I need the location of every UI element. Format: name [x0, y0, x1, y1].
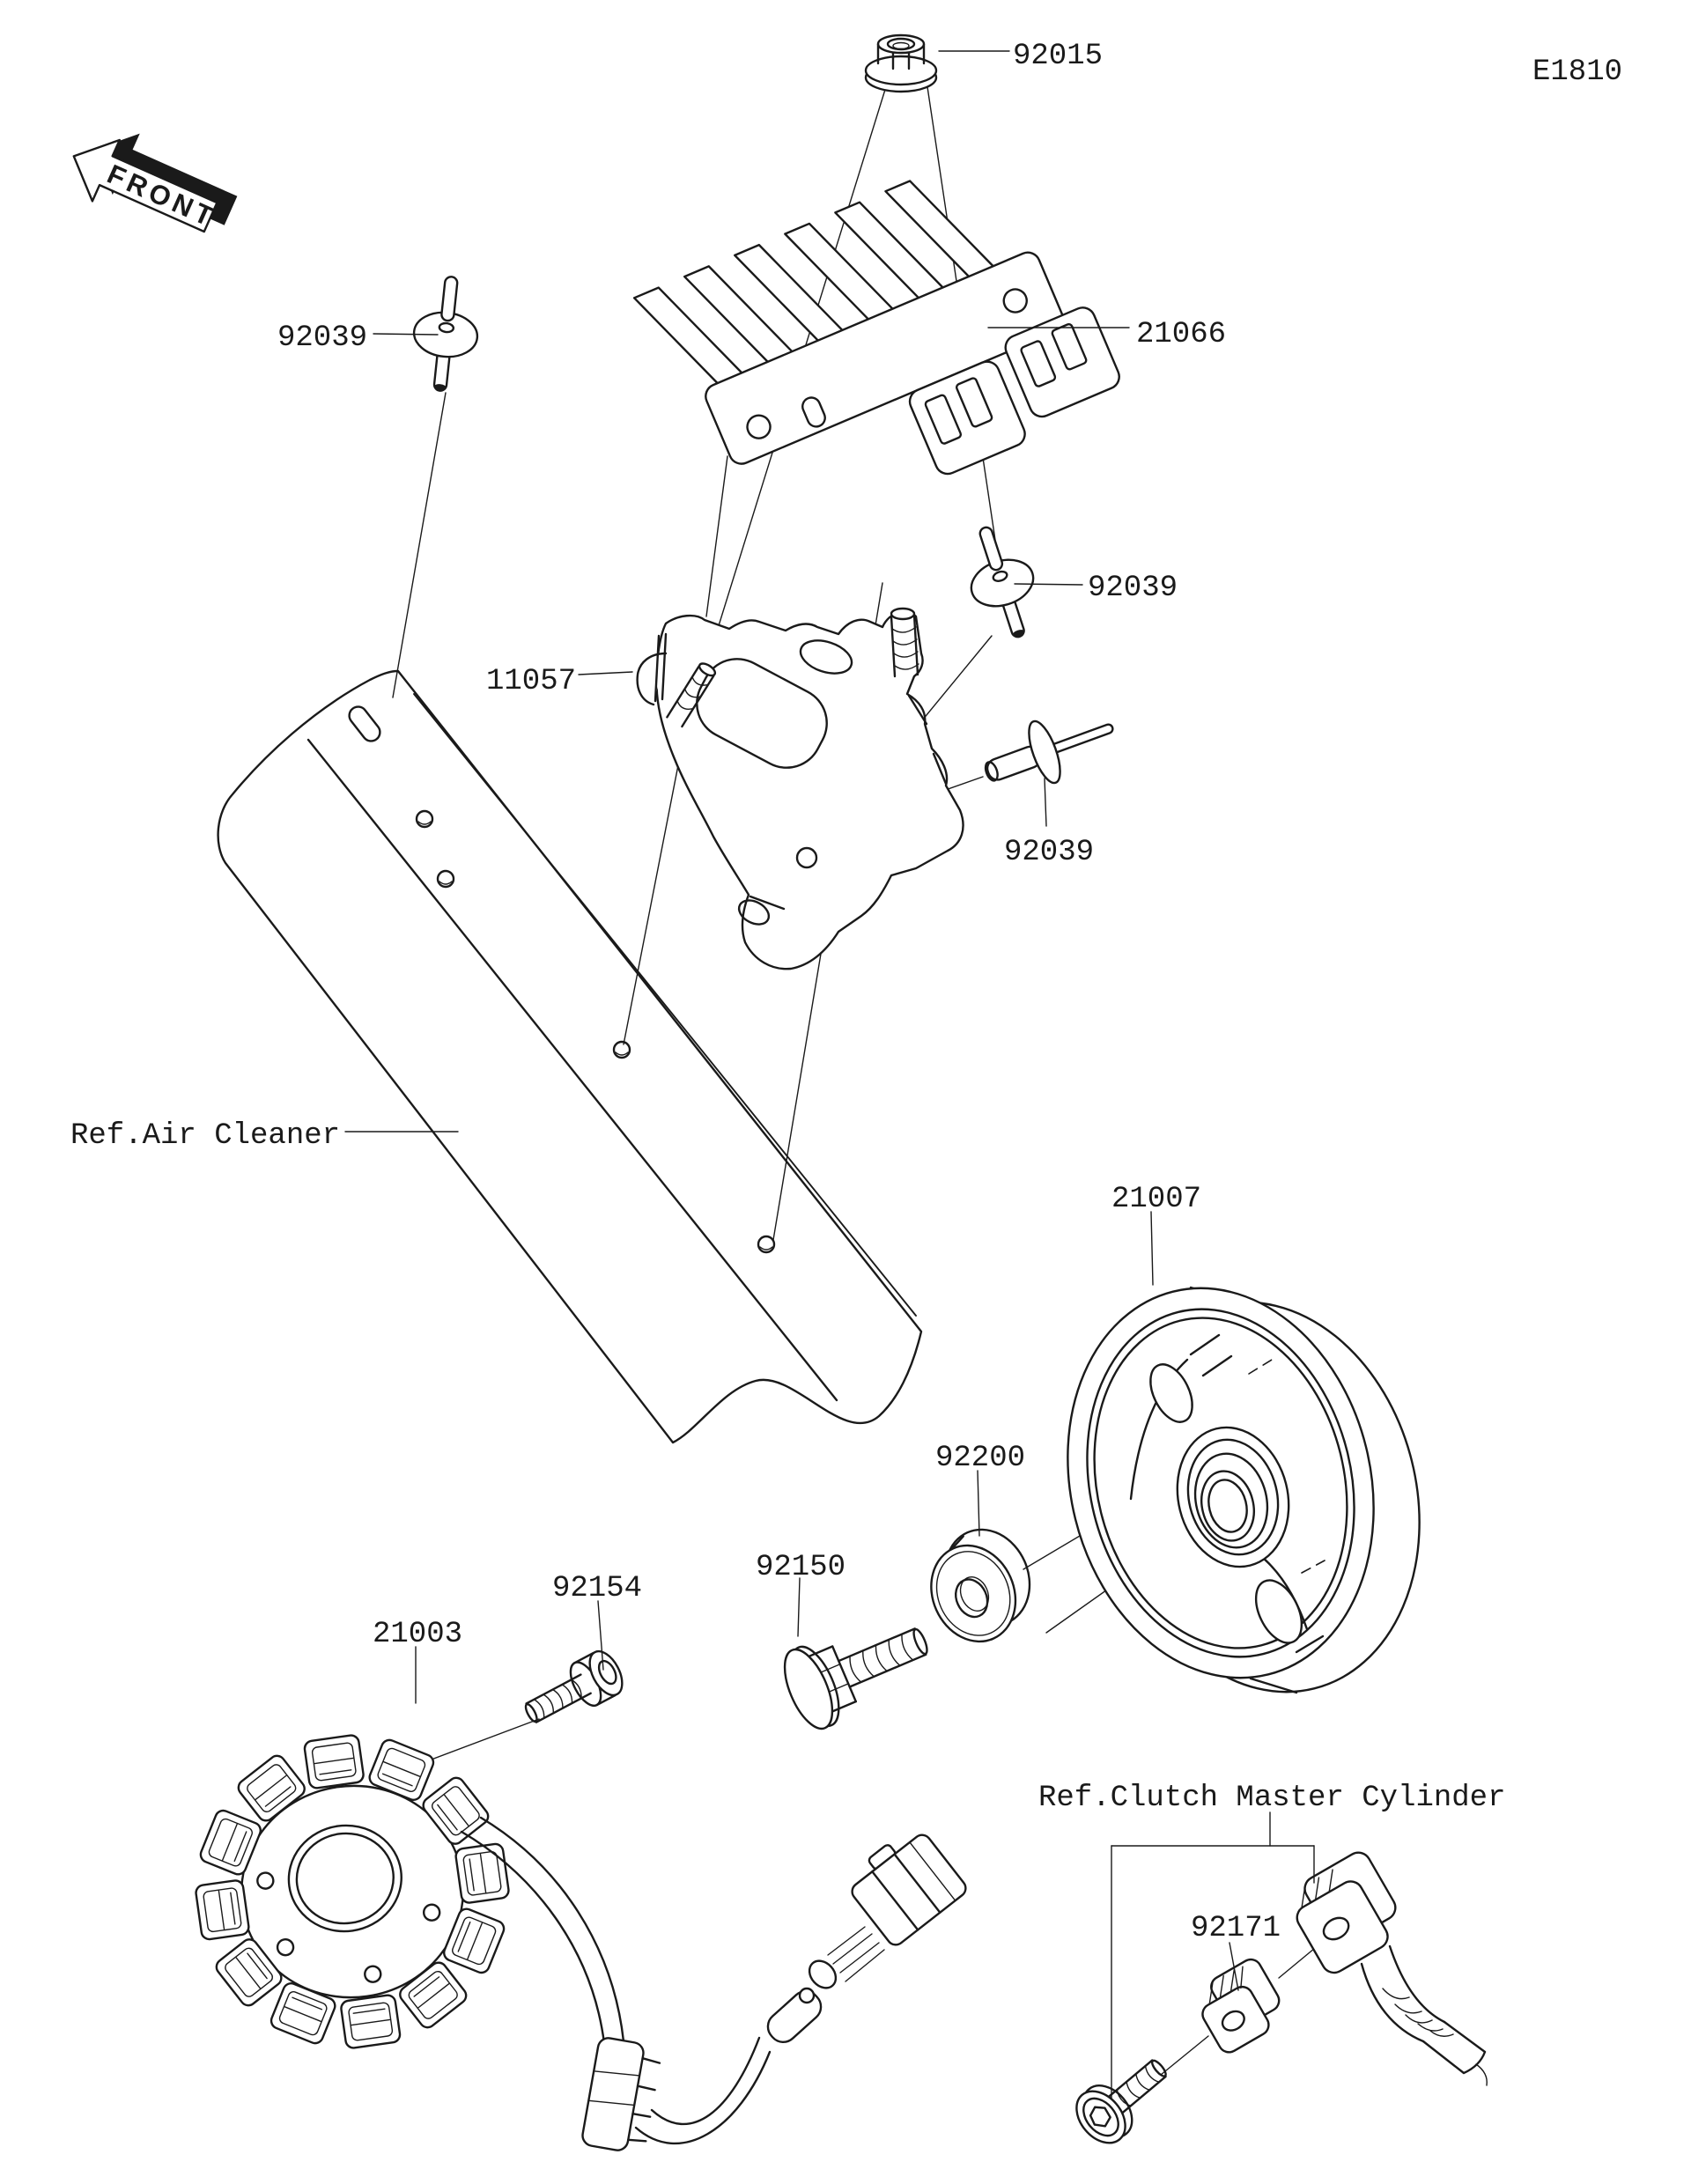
clutch-master-cylinder-reference [1075, 1811, 1488, 2144]
washer-part [930, 1528, 1031, 1643]
stator-coil-part [195, 1734, 510, 2049]
alignment-line [705, 455, 728, 617]
part-label-92039-right: 92039 [1088, 572, 1178, 605]
leader-92171 [1229, 1942, 1239, 1991]
part-label-92150: 92150 [756, 1551, 846, 1584]
part-label-92039-middle: 92039 [1004, 836, 1094, 869]
part-label-21066: 21066 [1136, 318, 1226, 351]
hose-clamp-part [1201, 1958, 1281, 2054]
front-arrow: FRONT [72, 133, 238, 233]
leader-92039-right [1014, 583, 1083, 586]
stator-wire-harness [460, 1816, 967, 2151]
ref-label-air-cleaner: Ref.Air Cleaner [70, 1119, 340, 1153]
part-label-92154: 92154 [552, 1572, 642, 1605]
part-label-92039-left: 92039 [277, 321, 367, 355]
leader-21007 [1150, 1211, 1154, 1286]
damper-pin-middle-part [984, 719, 1114, 785]
part-label-92200: 92200 [935, 1442, 1025, 1475]
part-label-21007: 21007 [1111, 1183, 1201, 1216]
part-label-92171: 92171 [1191, 1912, 1281, 1945]
leader-92039-middle [1044, 778, 1047, 827]
flange-bolt-part [783, 1627, 928, 1730]
damper-pin-left-part [412, 276, 479, 392]
part-label-92015: 92015 [1013, 40, 1103, 73]
ref-label-clutch-master-cylinder: Ref.Clutch Master Cylinder [1038, 1782, 1506, 1815]
leader-92150 [797, 1577, 801, 1637]
part-label-11057: 11057 [486, 665, 576, 698]
leader-11057 [578, 671, 633, 675]
flanged-nut-part [864, 33, 938, 93]
clamp-bolt-part [1075, 2059, 1167, 2144]
alignment-line [392, 392, 447, 698]
regulator-rectifier-part [632, 180, 1120, 476]
part-label-21003: 21003 [373, 1618, 462, 1651]
leader-92154 [597, 1600, 604, 1671]
socket-bolt-part [524, 1649, 624, 1723]
bracket-part [636, 607, 964, 970]
stator-connector [851, 1834, 967, 1946]
alignment-line [623, 728, 686, 1045]
damper-pin-right-part [970, 526, 1035, 638]
generator-flywheel-part [1067, 1286, 1421, 1694]
leader-92039-left [373, 333, 439, 336]
hose-fitting [1296, 1851, 1397, 1974]
leader-92200 [977, 1470, 980, 1537]
air-cleaner-panel-reference [217, 669, 923, 1444]
page-code: E1810 [1532, 55, 1622, 89]
